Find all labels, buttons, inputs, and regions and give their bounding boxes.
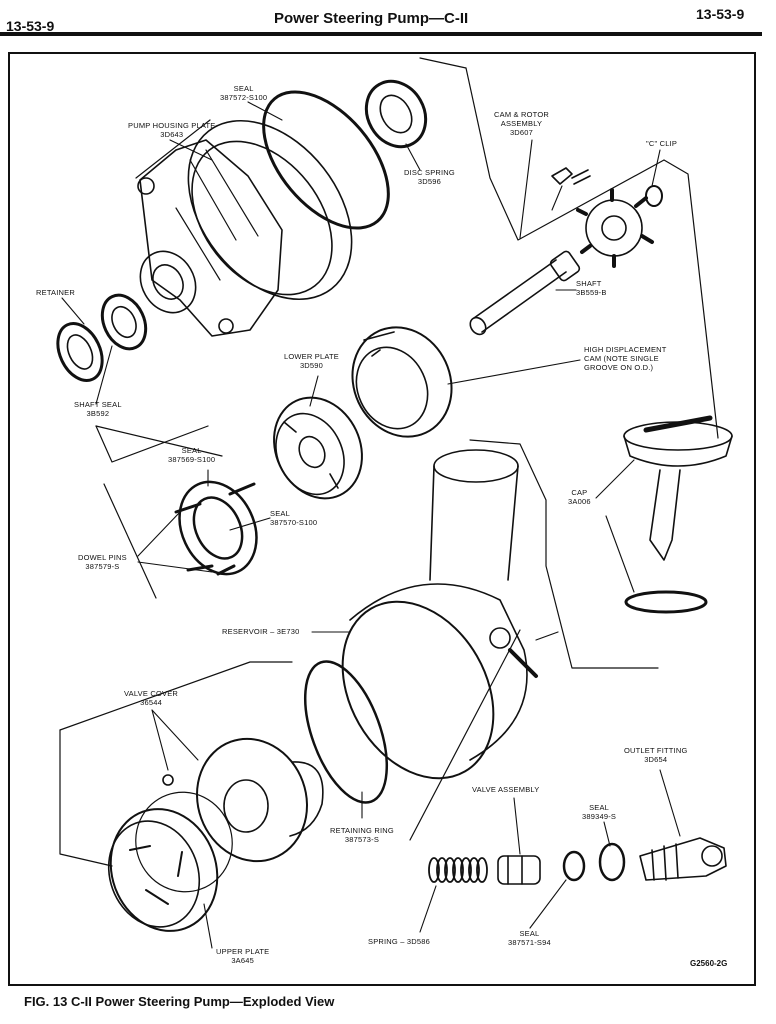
label-reservoir: RESERVOIR – 3E730 xyxy=(222,627,299,636)
label-line: RETAINER xyxy=(36,288,75,297)
page-number-left: 13-53-9 xyxy=(6,18,55,34)
label-line: CAM & ROTOR xyxy=(494,110,549,119)
label-line: 3A645 xyxy=(231,956,254,965)
retaining-ring xyxy=(303,660,389,804)
label-line: VALVE ASSEMBLY xyxy=(472,785,540,794)
label-line: CAP xyxy=(571,488,588,497)
label-high-displacement-cam: HIGH DISPLACEMENT CAM (NOTE SINGLE GROOV… xyxy=(584,345,667,372)
label-line: SPRING – 3D586 xyxy=(368,937,430,946)
seal-387572-ring xyxy=(262,90,390,230)
label-line: SEAL xyxy=(270,509,290,518)
reservoir-cap xyxy=(623,415,733,614)
label-line: DISC SPRING xyxy=(404,168,455,177)
label-line: SEAL xyxy=(519,929,540,938)
label-line: GROOVE ON O.D.) xyxy=(584,363,654,372)
label-line: SEAL xyxy=(233,84,254,93)
label-line: PUMP HOUSING PLATE xyxy=(128,121,216,130)
page-number-right: 13-53-9 xyxy=(696,6,745,22)
label-line: 3D643 xyxy=(160,130,184,139)
figure-caption: FIG. 13 C-II Power Steering Pump—Explode… xyxy=(24,994,335,1009)
cap-seal-ring xyxy=(624,590,708,614)
label-line: CAM (NOTE SINGLE xyxy=(584,354,659,363)
label-lower-plate: LOWER PLATE 3D590 xyxy=(284,352,339,370)
label-line: VALVE COVER xyxy=(124,689,179,698)
label-line: UPPER PLATE xyxy=(216,947,270,956)
figure-frame xyxy=(8,52,756,986)
label-c-clip: "C" CLIP xyxy=(646,139,677,148)
label-line: ASSEMBLY xyxy=(500,119,543,128)
header-rule xyxy=(0,32,762,36)
cam-rotor-assembly xyxy=(551,167,663,268)
label-line: 3D596 xyxy=(417,177,442,186)
figure-code: G2560-2G xyxy=(690,959,728,968)
seal-dowel-assembly xyxy=(174,480,258,576)
shaft-seal-ring xyxy=(100,293,148,351)
upper-plate xyxy=(107,791,233,932)
label-line: 387569-S100 xyxy=(168,455,216,464)
outlet-fitting xyxy=(639,837,727,881)
label-line: 387579-S xyxy=(85,562,120,571)
label-dowel-pins: DOWEL PINS 387579-S xyxy=(78,553,127,571)
label-line: 36544 xyxy=(140,698,162,707)
label-line: 387573-S xyxy=(344,835,380,844)
page-title: Power Steering Pump—C-II xyxy=(274,10,469,27)
label-line: DOWEL PINS xyxy=(78,553,127,562)
label-seal-387571: SEAL 387571-S94 xyxy=(508,929,551,947)
label-pump-housing-plate: PUMP HOUSING PLATE 3D643 xyxy=(128,121,216,139)
label-line: 389349-S xyxy=(582,812,617,821)
label-line: RESERVOIR – 3E730 xyxy=(222,627,300,636)
label-line: 3D607 xyxy=(509,128,534,137)
label-line: 3A006 xyxy=(568,497,591,506)
seal-389349 xyxy=(598,842,626,882)
label-seal-389349: SEAL 389349-S xyxy=(582,803,616,821)
label-line: 3D590 xyxy=(299,361,324,370)
label-line: 387570-S100 xyxy=(270,518,318,527)
label-valve-assembly: VALVE ASSEMBLY xyxy=(472,785,539,794)
label-line: 387571-S94 xyxy=(508,938,551,947)
label-seal-387569: SEAL 387569-S100 xyxy=(168,446,215,464)
page-header: 13-53-9 Power Steering Pump—C-II 13-53-9 xyxy=(0,0,776,36)
label-outlet-fitting: OUTLET FITTING 3D654 xyxy=(624,746,688,764)
label-line: OUTLET FITTING xyxy=(624,746,688,755)
label-line: HIGH DISPLACEMENT xyxy=(584,345,667,354)
label-shaft: SHAFT 3B559-B xyxy=(576,279,607,297)
label-line: 3B559-B xyxy=(576,288,607,297)
high-displacement-cam xyxy=(351,326,453,438)
label-retainer: RETAINER xyxy=(36,288,75,297)
c-clip xyxy=(645,185,663,207)
label-disc-spring: DISC SPRING 3D596 xyxy=(404,168,455,186)
label-line: RETAINING RING xyxy=(330,826,394,835)
label-upper-plate: UPPER PLATE 3A645 xyxy=(216,947,269,965)
label-line: SEAL xyxy=(181,446,202,455)
label-seal-387572: SEAL 387572-S100 xyxy=(220,84,267,102)
valve-spring xyxy=(428,857,488,883)
explode-lines xyxy=(59,57,719,867)
label-line: 387572-S100 xyxy=(220,93,268,102)
label-line: SHAFT SEAL xyxy=(74,400,122,409)
label-seal-387570: SEAL 387570-S100 xyxy=(270,509,317,527)
label-line: SEAL xyxy=(589,803,610,812)
lower-plate xyxy=(273,396,363,500)
reservoir xyxy=(341,449,538,780)
label-line: "C" CLIP xyxy=(646,139,678,148)
leader-lines xyxy=(61,101,681,949)
pump-housing-plate xyxy=(137,119,353,337)
valve-assembly xyxy=(497,855,541,885)
label-spring: SPRING – 3D586 xyxy=(368,937,430,946)
retainer-ring xyxy=(56,322,104,382)
label-line: 3D654 xyxy=(644,755,668,764)
label-line: SHAFT xyxy=(576,279,602,288)
label-cap: CAP 3A006 xyxy=(568,488,591,506)
label-shaft-seal: SHAFT SEAL 3B592 xyxy=(74,400,122,418)
disc-spring xyxy=(364,79,428,149)
label-cam-rotor-assembly: CAM & ROTOR ASSEMBLY 3D607 xyxy=(494,110,549,137)
label-line: 3B592 xyxy=(86,409,110,418)
label-retaining-ring: RETAINING RING 387573-S xyxy=(330,826,394,844)
shaft xyxy=(469,250,581,336)
seal-387571 xyxy=(562,850,586,882)
valve-cover-assembly xyxy=(162,737,324,863)
label-valve-cover: VALVE COVER 36544 xyxy=(124,689,178,707)
label-line: LOWER PLATE xyxy=(284,352,339,361)
